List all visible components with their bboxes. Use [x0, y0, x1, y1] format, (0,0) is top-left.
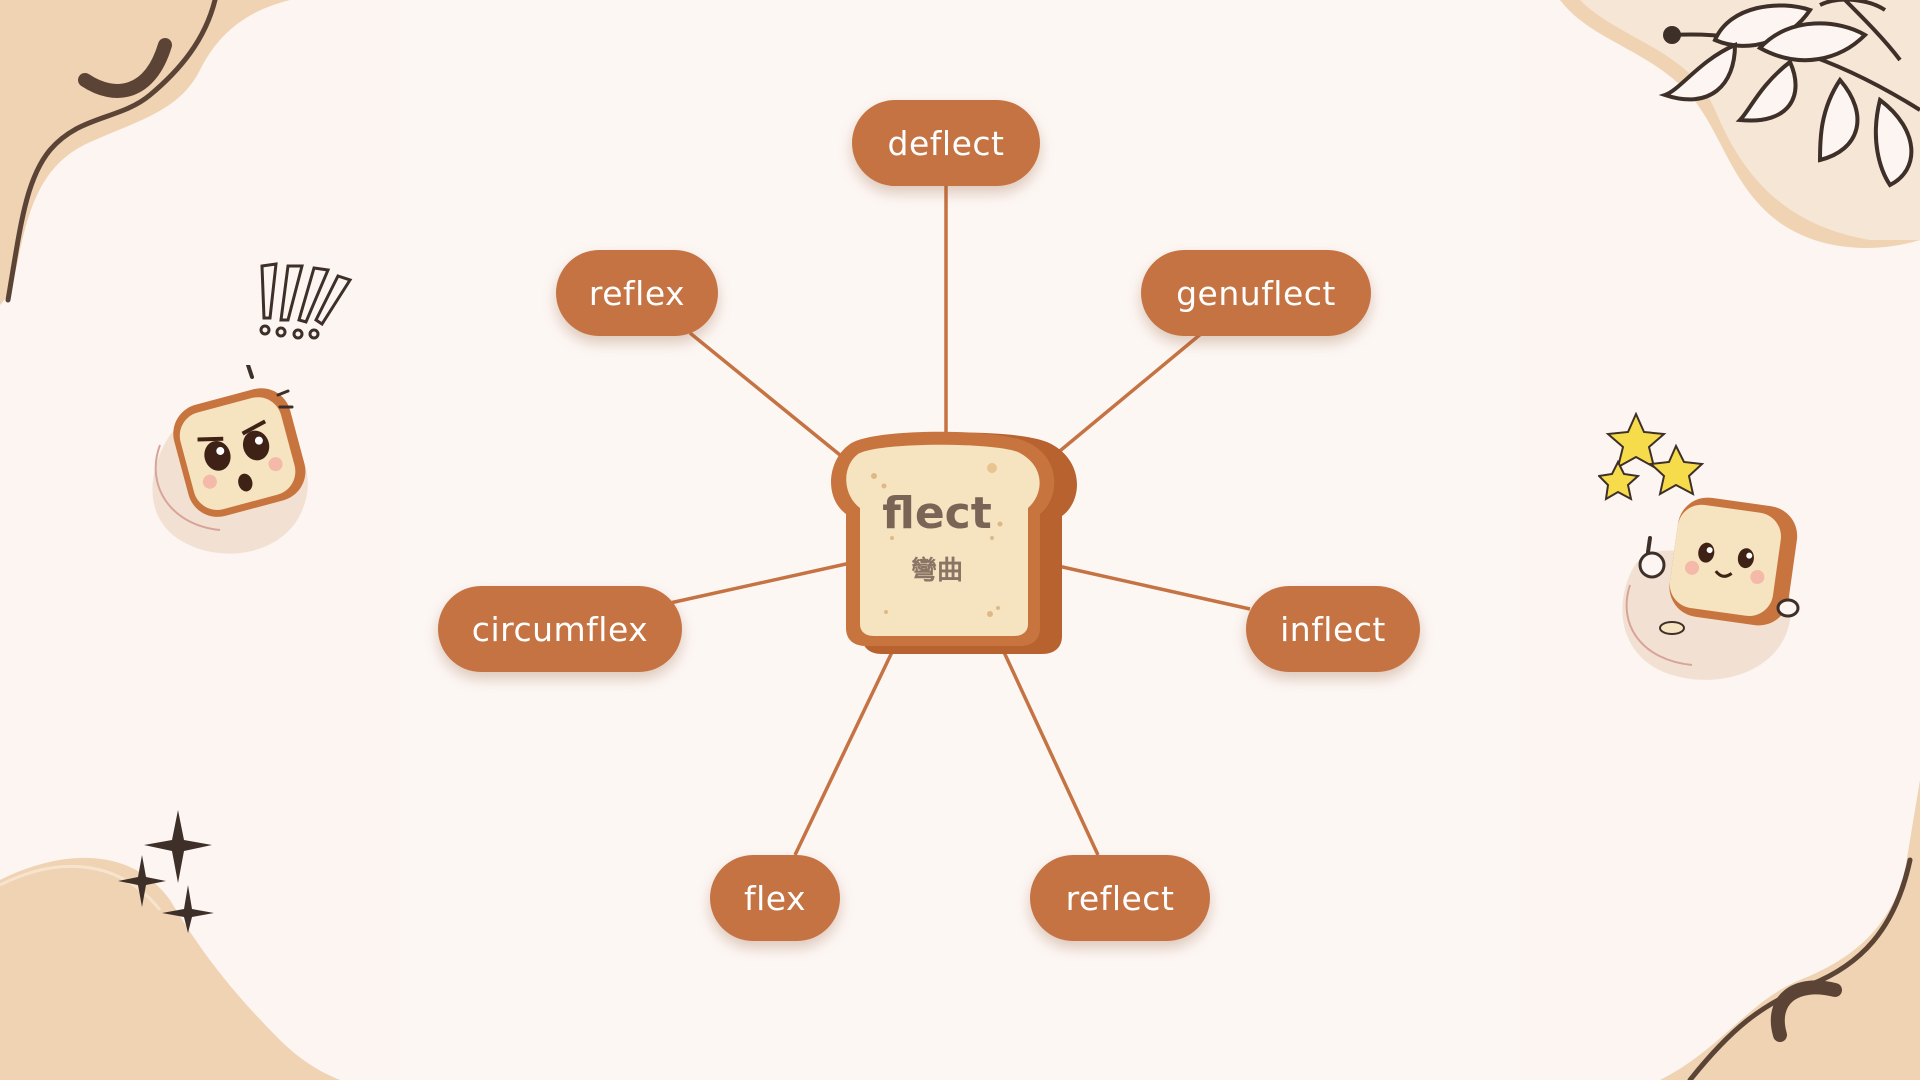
root-word: flect: [882, 488, 992, 539]
connector-genuflect: [1053, 331, 1204, 457]
root-node[interactable]: flect 彎曲: [822, 428, 1080, 656]
node-genuflect[interactable]: genuflect: [1141, 250, 1371, 336]
surprised-toast-icon: [152, 365, 308, 554]
node-deflect[interactable]: deflect: [852, 100, 1040, 186]
node-circumflex[interactable]: circumflex: [438, 586, 682, 672]
root-meaning: 彎曲: [910, 556, 963, 586]
connector-circumflex: [669, 560, 856, 605]
node-reflect[interactable]: reflect: [1030, 855, 1210, 941]
connector-inflect: [1057, 564, 1251, 611]
corner-wave-top-left: [0, 0, 290, 305]
connector-flex: [793, 649, 895, 856]
exclamation-marks-icon: [259, 262, 353, 340]
leaf-branch-icon: [1658, 0, 1920, 188]
sparkle-icon: [118, 810, 214, 933]
node-reflex[interactable]: reflex: [556, 250, 718, 336]
bread-slice-icon: [831, 431, 1077, 654]
node-inflect[interactable]: inflect: [1246, 586, 1420, 672]
connector-reflect: [1001, 649, 1100, 856]
connector-reflex: [688, 331, 842, 457]
node-flex[interactable]: flex: [710, 855, 840, 941]
corner-wave-bottom-right: [1660, 780, 1920, 1080]
corner-wave-bottom-left: [0, 857, 340, 1080]
yellow-stars-icon: [1598, 412, 1705, 501]
happy-toast-icon: [1622, 497, 1800, 680]
